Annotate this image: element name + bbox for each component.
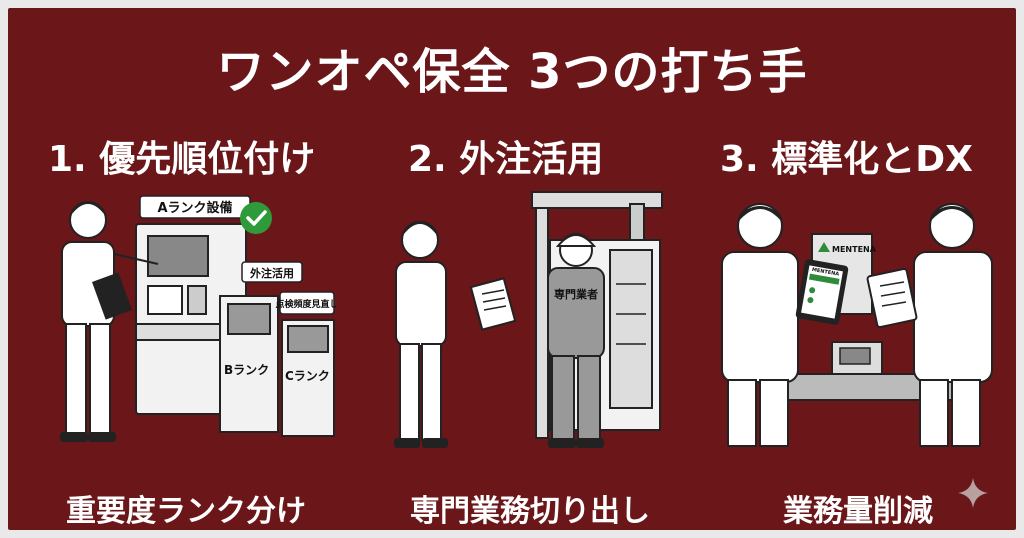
column-1-caption: 重要度ランク分け (66, 494, 306, 529)
checkmark-icon (240, 202, 272, 234)
column-3-heading: 3. 標準化とDX (720, 139, 973, 180)
column-1-illustration: Aランク設備 外注活用 点検頻度見直し Bランク Cランク (36, 184, 336, 454)
mentena-sign: MENTENA (832, 245, 877, 254)
column-1-heading: 1. 優先順位付け (48, 139, 316, 180)
column-3-illustration: MENTENA MENTENA (708, 184, 1008, 454)
column-2-caption: 専門業務切り出し (410, 494, 650, 529)
column-2-illustration: 専門業者 (380, 184, 680, 454)
infographic-card: ワンオペ保全 3つの打ち手 1. 優先順位付け (8, 8, 1016, 530)
inspect-label: 点検頻度見直し (275, 298, 336, 310)
specialist-label: 専門業者 (554, 287, 598, 301)
outsource-label: 外注活用 (249, 266, 294, 280)
column-3-caption: 業務量削減 (783, 494, 933, 529)
sparkle-icon (958, 478, 988, 508)
page-title: ワンオペ保全 3つの打ち手 (216, 44, 808, 100)
a-rank-label: Aランク設備 (157, 200, 232, 216)
column-2-heading: 2. 外注活用 (408, 139, 604, 180)
b-rank-label: Bランク (224, 363, 269, 377)
c-rank-label: Cランク (285, 369, 330, 383)
tablet-brand: MENTENA (811, 267, 839, 278)
